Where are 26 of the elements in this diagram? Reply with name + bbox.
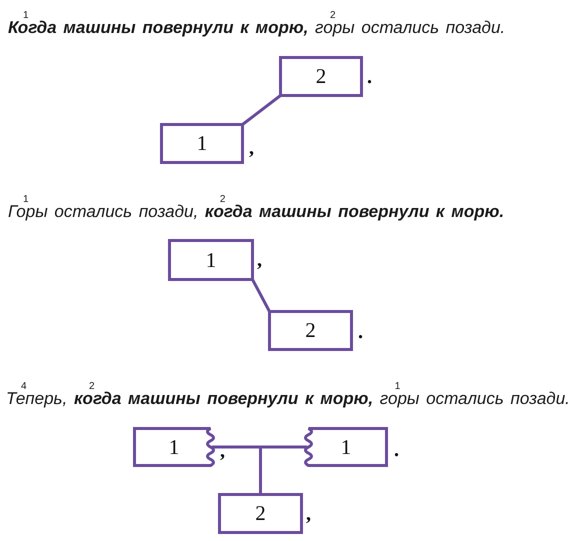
punctuation-mark: , [257, 250, 262, 270]
clause-number: 2 [305, 320, 316, 341]
connector-line [212, 446, 262, 448]
clause-box [218, 493, 303, 534]
clause-box [304, 427, 388, 467]
punctuation-mark: , [249, 138, 254, 158]
clause-box [279, 56, 363, 97]
clause-box [268, 310, 353, 351]
connector-line [251, 278, 271, 312]
clause-number: 2 [255, 503, 266, 524]
connector-line [242, 94, 282, 126]
clause-number: 1 [206, 250, 216, 270]
clause-box [133, 427, 215, 467]
clause-number: 1 [340, 436, 352, 458]
punctuation-mark: . [358, 322, 363, 342]
connector-line [259, 446, 307, 448]
clause-box [160, 123, 244, 164]
punctuation-mark: . [394, 440, 399, 460]
punctuation-mark: , [306, 504, 311, 524]
clause-number: 2 [316, 66, 326, 87]
connector-line [259, 446, 262, 496]
clause-number: 1 [196, 133, 208, 154]
punctuation-mark: , [220, 441, 225, 461]
clause-box [168, 239, 254, 281]
clause-number: 1 [168, 436, 180, 458]
punctuation-mark: . [367, 67, 372, 87]
